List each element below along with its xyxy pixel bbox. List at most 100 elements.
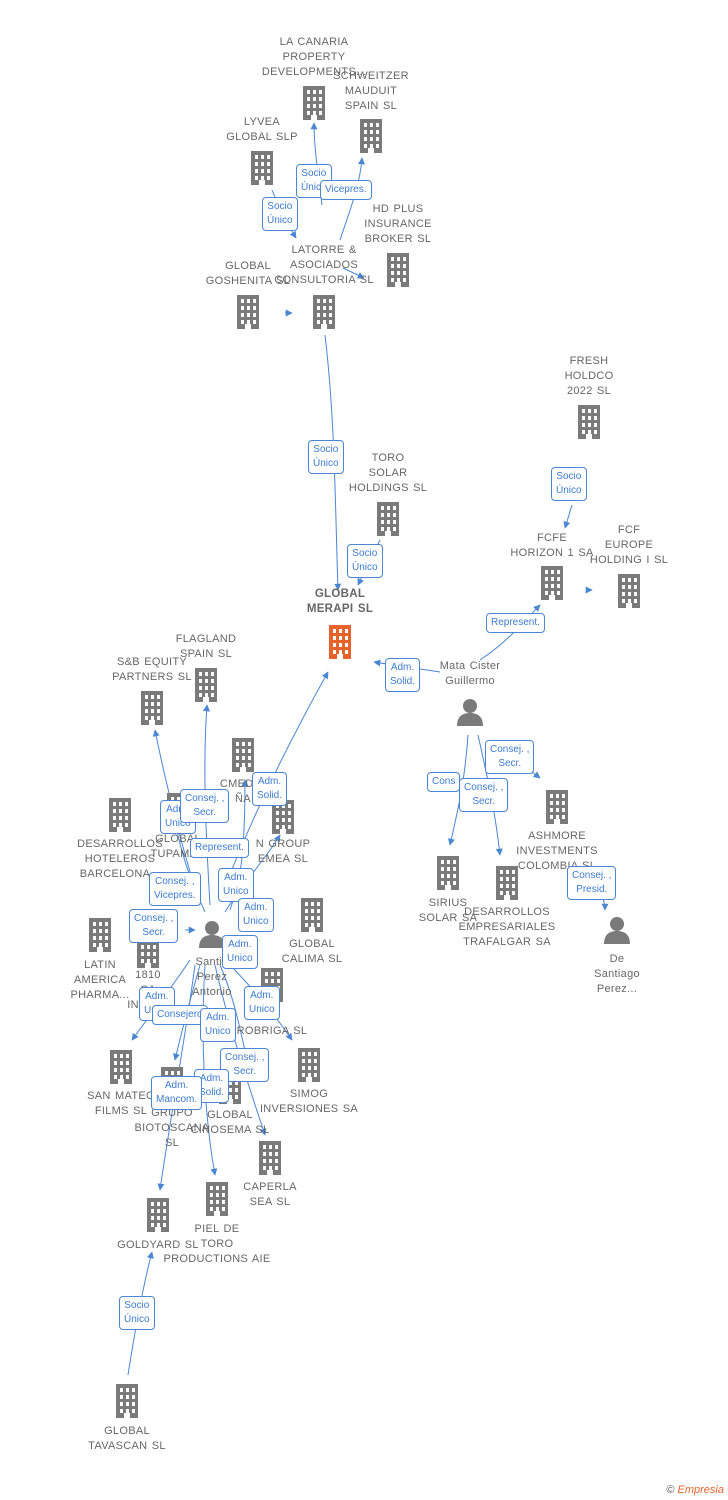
building-icon[interactable]	[387, 253, 409, 292]
relation-tag[interactable]: Consej. ,Secr.	[459, 778, 509, 812]
relation-tag[interactable]: Consej. ,Presid.	[567, 866, 617, 900]
building-icon[interactable]	[303, 86, 325, 125]
relation-tag[interactable]: Consej. ,Secr.	[180, 789, 230, 823]
relation-tag[interactable]: Consej. ,Secr.	[220, 1048, 270, 1082]
relation-tag[interactable]: Consej. ,Secr.	[129, 909, 179, 943]
node-label-line: SOLAR	[368, 467, 408, 479]
building-icon[interactable]	[329, 625, 351, 664]
relation-tag[interactable]: Adm.Unico	[218, 868, 254, 902]
building-icon[interactable]	[232, 738, 254, 777]
node-label-line: FLAGLAND	[175, 633, 237, 645]
relation-tag-line: Consej. ,	[490, 744, 530, 755]
building-icon[interactable]	[116, 1384, 138, 1423]
building-icon[interactable]	[541, 566, 563, 605]
relation-tag[interactable]: Adm.Solid.	[385, 658, 421, 692]
relation-tag[interactable]: Adm.Unico	[222, 935, 258, 969]
node-label-line: SAN MATEO	[87, 1090, 155, 1102]
relation-tag[interactable]: Adm.Mancom.	[151, 1076, 203, 1110]
relation-tag[interactable]: Represent.	[486, 613, 545, 633]
node-label-line: Santiago	[594, 968, 640, 980]
node-goldyard[interactable]: GOLDYARD SL	[88, 1198, 228, 1253]
building-icon[interactable]	[360, 119, 382, 158]
relation-tag[interactable]: Adm.Unico	[238, 898, 274, 932]
node-label-line: FCFE	[537, 532, 567, 544]
node-label-line: CAPERLA	[243, 1181, 297, 1193]
building-icon[interactable]	[437, 856, 459, 895]
building-icon[interactable]	[109, 798, 131, 837]
relation-tag[interactable]: Vicepres.	[320, 180, 372, 200]
relation-tag[interactable]: Represent.	[190, 838, 249, 858]
relation-tag[interactable]: Cons	[427, 772, 461, 792]
relation-tag[interactable]: Consej. ,Secr.	[485, 740, 535, 774]
building-icon[interactable]	[546, 790, 568, 829]
building-icon[interactable]	[110, 1050, 132, 1089]
person-icon[interactable]	[198, 920, 226, 953]
relation-tag-line: Vicepres.	[154, 890, 196, 901]
relation-tag-line: Unico	[165, 818, 191, 829]
node-label-line: GLOBAL	[207, 1109, 253, 1121]
node-label-line: CONSULTORIA SL	[274, 274, 374, 286]
building-icon[interactable]	[496, 866, 518, 905]
building-icon[interactable]	[298, 1048, 320, 1087]
person-icon[interactable]	[603, 916, 631, 949]
building-icon[interactable]	[141, 691, 163, 730]
building-icon[interactable]	[259, 1141, 281, 1180]
building-icon[interactable]	[251, 151, 273, 190]
building-icon[interactable]	[237, 295, 259, 334]
building-icon[interactable]	[377, 502, 399, 541]
person-icon[interactable]	[456, 698, 484, 731]
building-icon[interactable]	[272, 800, 294, 839]
relation-tag[interactable]: Adm.Unico	[200, 1008, 236, 1042]
relation-tag[interactable]: Adm.Unico	[244, 986, 280, 1020]
relation-tag[interactable]: Adm.Solid.	[252, 772, 288, 806]
brand-logo[interactable]: Empresia	[677, 1484, 724, 1496]
building-icon[interactable]	[301, 898, 323, 937]
building-icon[interactable]	[206, 1182, 228, 1221]
building-icon[interactable]	[578, 405, 600, 444]
relation-tag-line: Único	[124, 1314, 150, 1325]
building-icon[interactable]	[195, 668, 217, 707]
relation-tag[interactable]: Consej. ,Vicepres.	[149, 872, 201, 906]
building-icon[interactable]	[147, 1198, 169, 1237]
relation-tag-line: Cons	[432, 776, 456, 787]
building-icon[interactable]	[89, 918, 111, 957]
building-icon[interactable]	[313, 295, 335, 334]
building-icon[interactable]	[618, 574, 640, 613]
node-label-line: HOLDCO	[564, 370, 614, 382]
